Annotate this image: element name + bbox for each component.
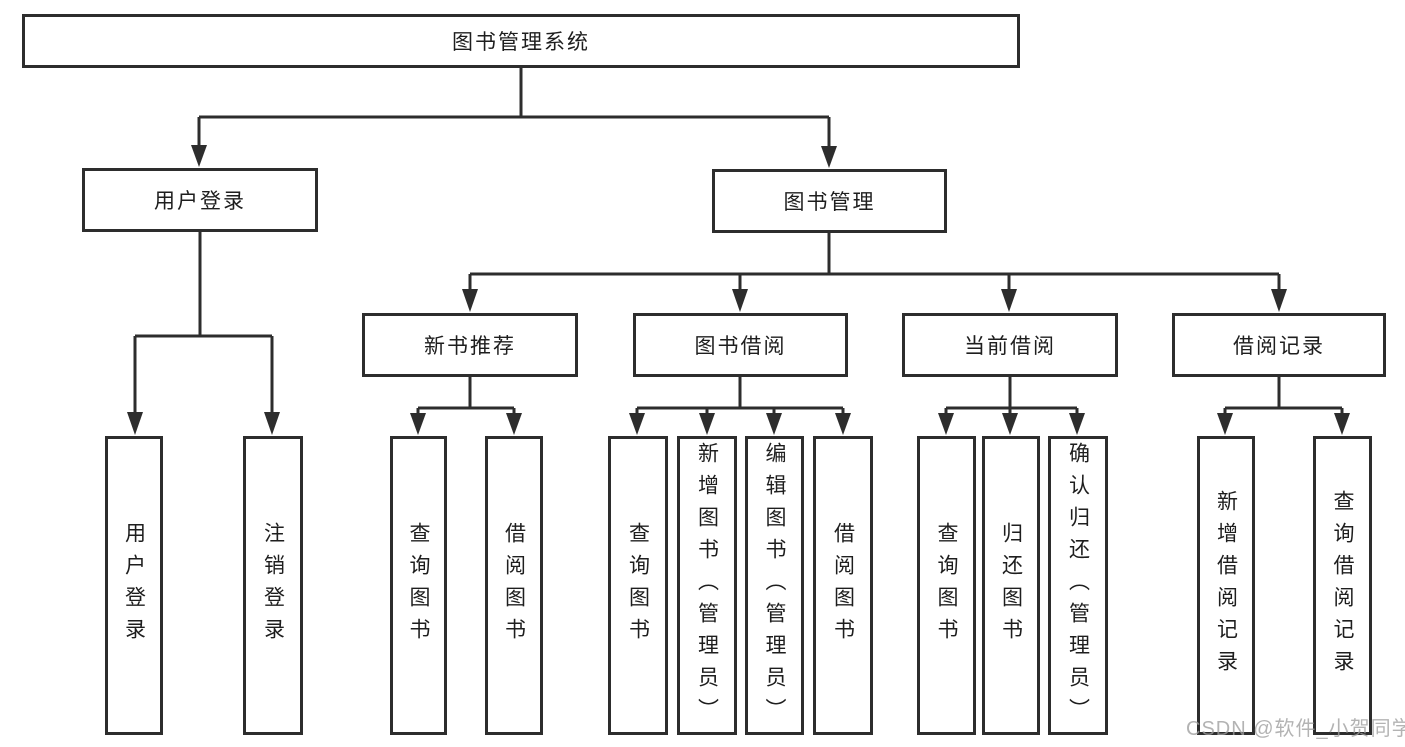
leaf-logout-label: 注销登录 <box>261 521 285 650</box>
node-current-borrowing: 当前借阅 <box>902 313 1118 377</box>
node-book-borrowing-label: 图书借阅 <box>694 335 787 358</box>
leaf-user-login-label: 用户登录 <box>122 521 146 650</box>
leaf-recommend-query-books-label: 查询图书 <box>407 521 430 650</box>
leaf-query-borrow-record: 查询借阅记录 <box>1313 436 1372 735</box>
leaf-recommend-borrow-books: 借阅图书 <box>485 436 543 735</box>
node-root: 图书管理系统 <box>22 14 1020 68</box>
node-user-login: 用户登录 <box>82 168 318 232</box>
node-new-book-recommend: 新书推荐 <box>362 313 578 377</box>
leaf-return-books: 归还图书 <box>982 436 1040 735</box>
node-borrowing-records: 借阅记录 <box>1172 313 1386 377</box>
leaf-user-login: 用户登录 <box>105 436 163 735</box>
connector-current-to-leaves <box>944 377 1079 414</box>
node-new-book-recommend-label: 新书推荐 <box>424 335 516 358</box>
leaf-edit-books-admin-label: 编辑图书（管理员） <box>763 441 786 730</box>
leaf-recommend-borrow-books-label: 借阅图书 <box>502 521 526 650</box>
leaf-add-books-admin: 新增图书（管理员） <box>677 436 737 735</box>
leaf-borrowing-borrow-books: 借阅图书 <box>813 436 873 735</box>
node-book-management-label: 图书管理 <box>783 191 876 214</box>
node-book-borrowing: 图书借阅 <box>633 313 848 377</box>
leaf-current-query-books-label: 查询图书 <box>935 521 958 650</box>
connector-borrowing-to-leaves <box>635 377 845 414</box>
arrowheads-userlogin-leaves <box>127 412 280 435</box>
connector-records-to-leaves <box>1223 377 1344 414</box>
leaf-confirm-return-admin: 确认归还（管理员） <box>1048 436 1108 735</box>
leaf-return-books-label: 归还图书 <box>999 521 1023 650</box>
leaf-add-books-admin-label: 新增图书（管理员） <box>695 441 719 730</box>
leaf-add-borrow-record-label: 新增借阅记录 <box>1214 489 1238 682</box>
leaf-recommend-query-books: 查询图书 <box>390 436 447 735</box>
connector-root-to-level2 <box>197 68 831 147</box>
node-user-login-label: 用户登录 <box>154 190 246 213</box>
leaf-borrowing-borrow-books-label: 借阅图书 <box>831 521 855 650</box>
leaf-borrowing-query-books: 查询图书 <box>608 436 668 735</box>
leaf-current-query-books: 查询图书 <box>917 436 976 735</box>
leaf-query-borrow-record-label: 查询借阅记录 <box>1331 489 1354 682</box>
connector-userlogin-to-leaves <box>133 232 274 414</box>
arrowheads-leaves <box>410 413 1350 435</box>
csdn-watermark: CSDN @软件_小贺同学 <box>1186 718 1405 740</box>
node-borrowing-records-label: 借阅记录 <box>1233 335 1325 358</box>
node-current-borrowing-label: 当前借阅 <box>964 335 1056 358</box>
node-root-label: 图书管理系统 <box>452 31 590 54</box>
connector-bookmgmt-to-level3 <box>468 233 1281 290</box>
node-book-management: 图书管理 <box>712 169 947 233</box>
leaf-borrowing-query-books-label: 查询图书 <box>626 521 650 650</box>
arrowheads-level2 <box>191 145 837 168</box>
leaf-confirm-return-admin-label: 确认归还（管理员） <box>1066 441 1090 730</box>
leaf-edit-books-admin: 编辑图书（管理员） <box>745 436 804 735</box>
connector-newbook-to-leaves <box>416 377 516 414</box>
leaf-add-borrow-record: 新增借阅记录 <box>1197 436 1255 735</box>
arrowheads-level3 <box>462 289 1287 312</box>
leaf-logout: 注销登录 <box>243 436 303 735</box>
